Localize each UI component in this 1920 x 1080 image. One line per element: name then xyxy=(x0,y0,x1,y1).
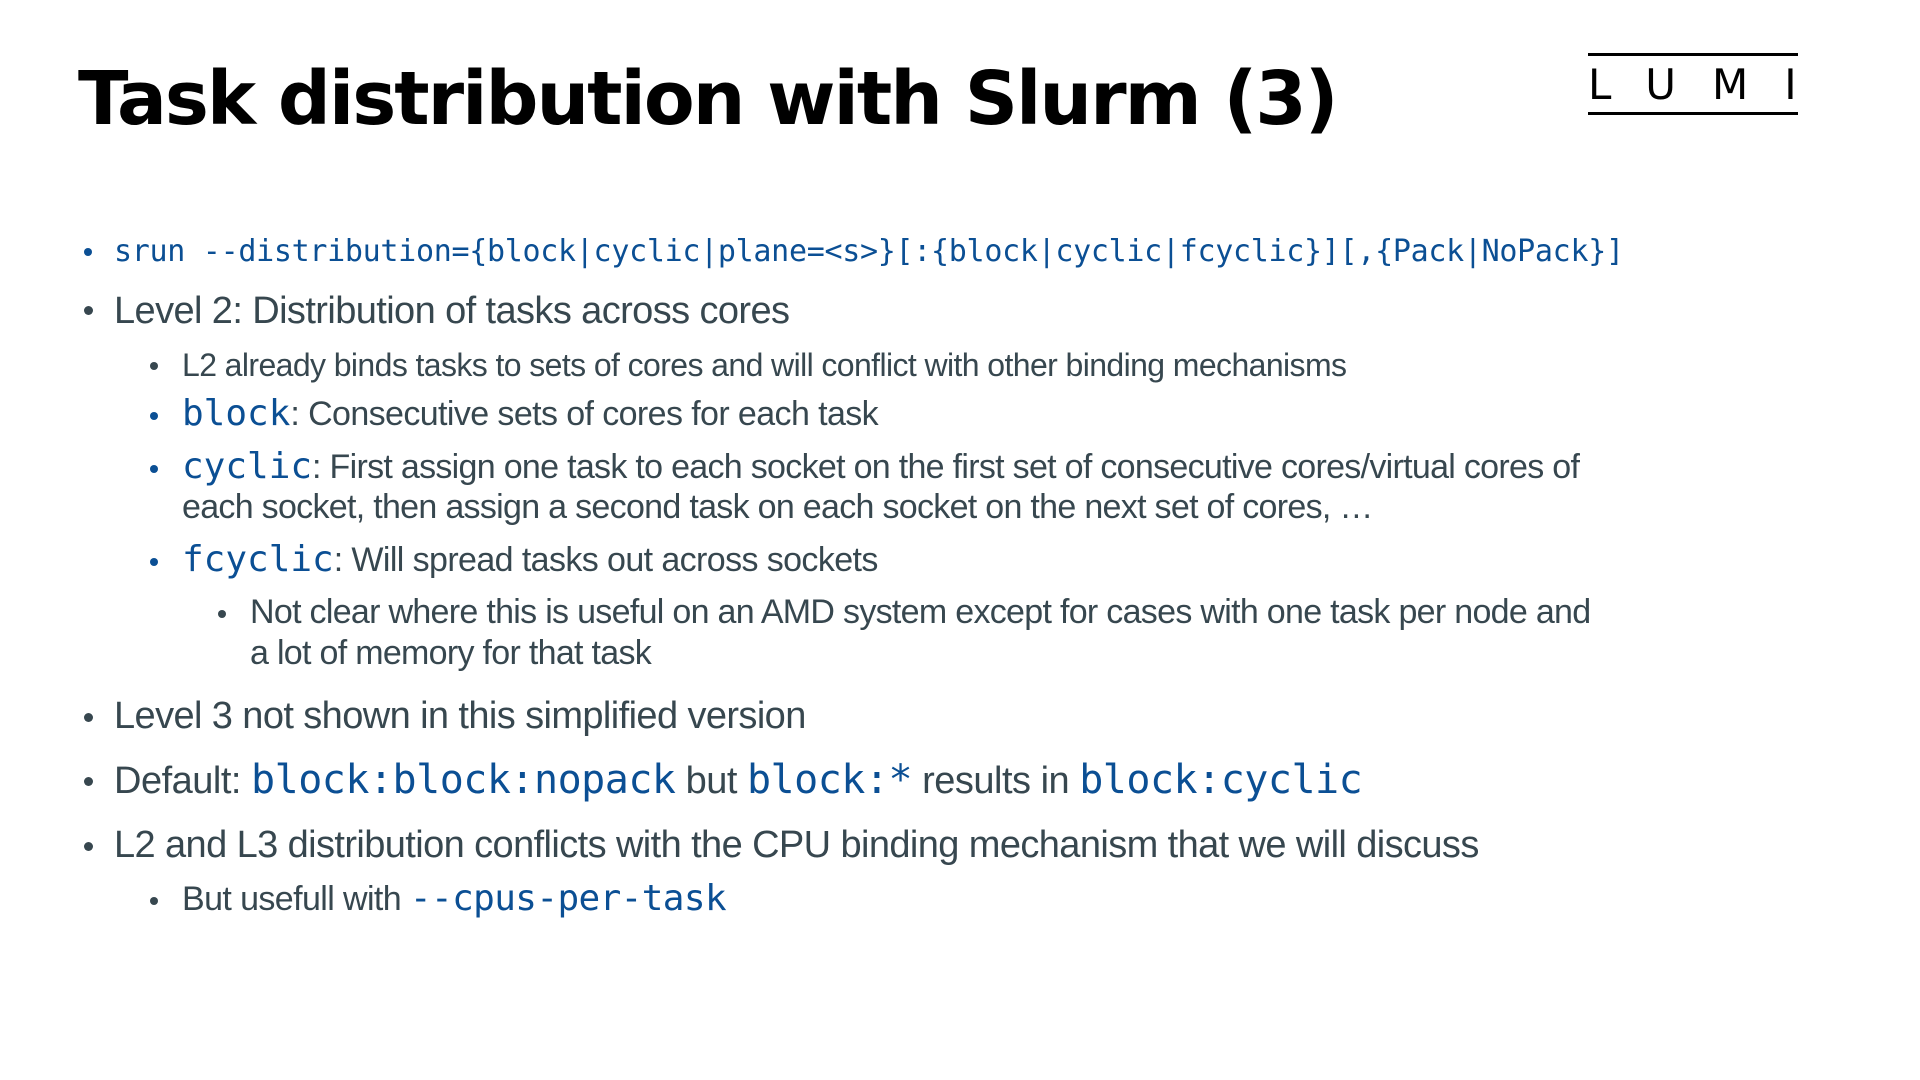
bullet-dot xyxy=(150,897,158,905)
code-block-cyclic: block:cyclic xyxy=(1079,757,1363,803)
bullet-dot xyxy=(84,842,93,851)
cyclic-desc-line2: each socket, then assign a second task o… xyxy=(182,488,1373,526)
default-mid2: results in xyxy=(912,760,1080,802)
not-clear-text: Not clear where this is useful on an AMD… xyxy=(250,593,1591,631)
bullet-dot xyxy=(150,465,158,473)
bullet-dot xyxy=(150,558,158,566)
logo-bottom-rule xyxy=(1588,112,1798,115)
logo-text: LUMI xyxy=(1588,60,1833,109)
code-default: block:block:nopack xyxy=(251,757,676,803)
code-cyclic: cyclic xyxy=(182,446,313,487)
code-cpus-per-task: --cpus-per-task xyxy=(409,878,727,919)
l2-binds-text: L2 already binds tasks to sets of cores … xyxy=(182,347,1347,383)
srun-command: srun --distribution={block|cyclic|plane=… xyxy=(114,234,1624,269)
slide-title: Task distribution with Slurm (3) xyxy=(78,56,1339,142)
logo-top-rule xyxy=(1588,53,1798,56)
default-prefix: Default: xyxy=(114,760,252,802)
level3-text: Level 3 not shown in this simplified ver… xyxy=(114,695,806,737)
cpus-prefix: But usefull with xyxy=(182,880,410,918)
not-clear-text-line2: a lot of memory for that task xyxy=(250,634,652,672)
default-mid1: but xyxy=(675,760,747,802)
lumi-logo: LUMI xyxy=(1588,53,1798,115)
code-block-star: block:* xyxy=(746,757,913,803)
code-fcyclic: fcyclic xyxy=(182,539,334,580)
cyclic-desc: : First assign one task to each socket o… xyxy=(312,448,1580,486)
l2-l3-text: L2 and L3 distribution conflicts with th… xyxy=(114,824,1479,866)
fcyclic-desc: : Will spread tasks out across sockets xyxy=(333,541,879,579)
bullet-dot xyxy=(84,248,92,256)
bullet-dot xyxy=(84,777,93,786)
bullet-dot xyxy=(150,362,158,370)
bullet-dot xyxy=(84,306,93,315)
code-block: block xyxy=(182,393,291,434)
bullet-dot xyxy=(218,610,226,618)
bullet-dot xyxy=(150,412,158,420)
level2-text: Level 2: Distribution of tasks across co… xyxy=(114,290,790,332)
block-desc: : Consecutive sets of cores for each tas… xyxy=(290,395,879,433)
bullet-dot xyxy=(84,713,93,722)
